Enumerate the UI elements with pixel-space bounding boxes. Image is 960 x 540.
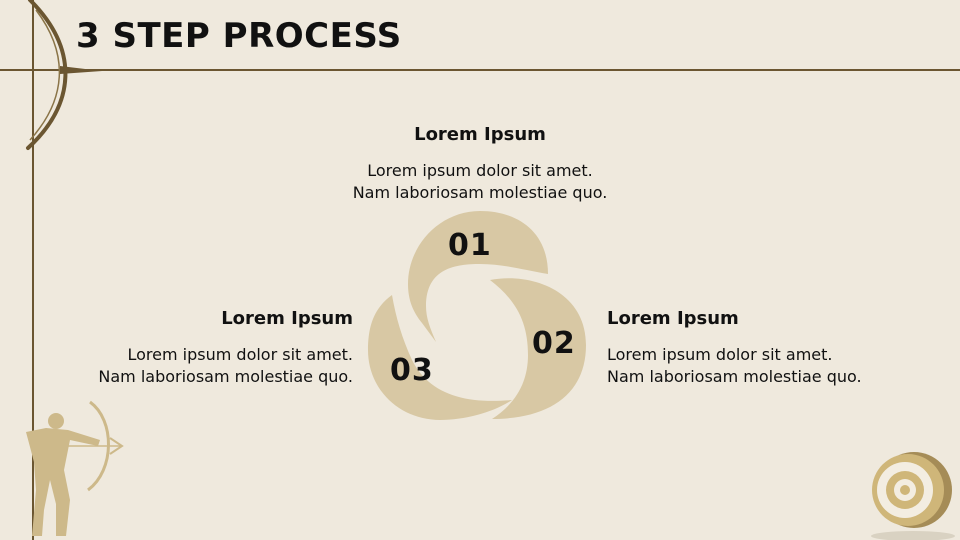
target-icon (871, 452, 955, 540)
step-number-03: 03 (390, 353, 434, 388)
step-description-line: Nam laboriosam molestiae quo. (98, 367, 353, 386)
step-number-02: 02 (532, 326, 576, 361)
step-number-01: 01 (448, 228, 492, 263)
page-title: 3 STEP PROCESS (76, 16, 402, 56)
step-02-text: Lorem Ipsum Lorem ipsum dolor sit amet. … (607, 308, 927, 388)
step-description-line: Lorem ipsum dolor sit amet. (127, 345, 354, 364)
step-heading: Lorem Ipsum (414, 124, 546, 145)
process-segment-1 (408, 211, 548, 342)
process-segment-3 (368, 295, 512, 420)
step-01-text: Lorem Ipsum Lorem ipsum dolor sit amet. … (330, 124, 630, 204)
step-description-line: Lorem ipsum dolor sit amet. (607, 345, 833, 364)
process-cycle (368, 211, 586, 420)
step-heading: Lorem Ipsum (221, 308, 353, 329)
process-segment-2 (490, 278, 586, 419)
step-heading: Lorem Ipsum (607, 308, 739, 329)
step-description-line: Lorem ipsum dolor sit amet. (367, 161, 593, 180)
archer-icon (26, 400, 124, 536)
step-description-line: Nam laboriosam molestiae quo. (352, 183, 608, 202)
bow-icon (26, 0, 102, 150)
step-description-line: Nam laboriosam molestiae quo. (607, 367, 862, 386)
step-03-text: Lorem Ipsum Lorem ipsum dolor sit amet. … (40, 308, 353, 388)
